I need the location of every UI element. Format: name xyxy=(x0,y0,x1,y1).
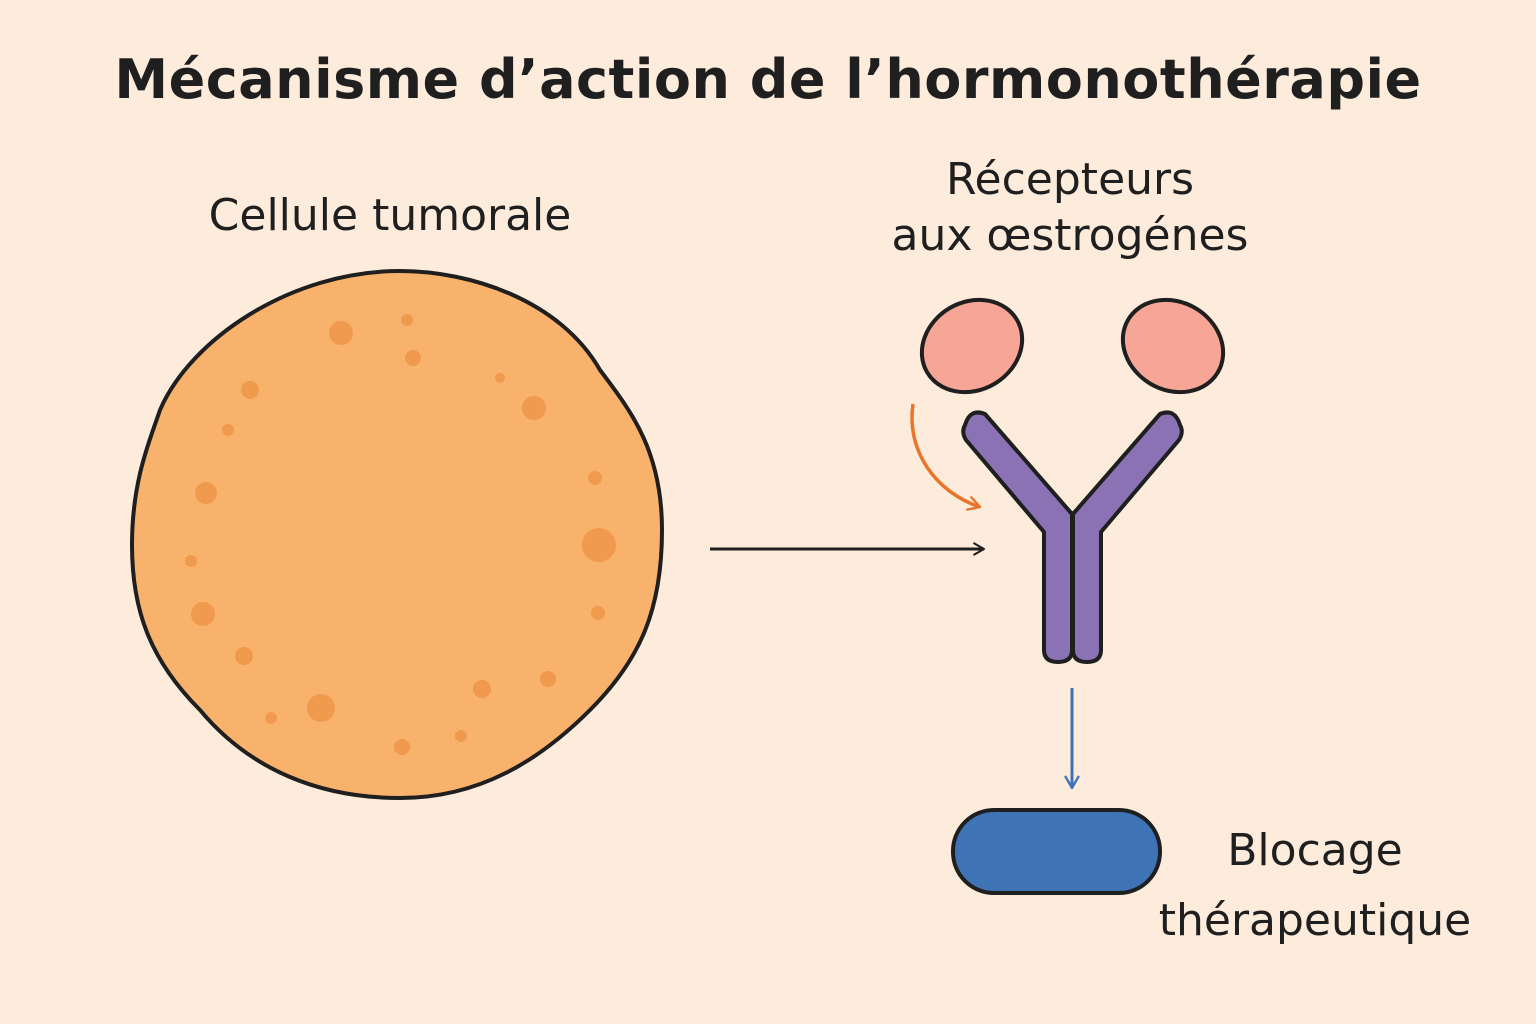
granule xyxy=(405,350,421,366)
granule xyxy=(191,602,215,626)
granule xyxy=(495,373,505,383)
granule xyxy=(185,555,197,567)
therapeutic-block xyxy=(951,808,1162,895)
tumor-cell-granules xyxy=(185,314,616,755)
receptor-label-line1: Récepteurs xyxy=(945,154,1195,205)
diagram-title: Mécanisme d’action de l’hormonothérapie xyxy=(114,48,1422,111)
granule xyxy=(401,314,413,326)
receptor-right-chain xyxy=(1071,410,1184,664)
granule xyxy=(195,482,217,504)
granule xyxy=(591,606,605,620)
granule xyxy=(241,381,259,399)
hormone-right xyxy=(1120,297,1226,395)
granule xyxy=(522,396,546,420)
block-label-line2: thérapeutique xyxy=(1158,895,1472,946)
granule xyxy=(307,694,335,722)
granule xyxy=(329,321,353,345)
granule xyxy=(455,730,467,742)
granule xyxy=(265,712,277,724)
tumor-cell-body xyxy=(129,268,665,801)
receptor-label: Récepteurs aux œstrogénes xyxy=(830,152,1310,264)
hormone-left xyxy=(919,297,1025,395)
binding-arrow xyxy=(910,403,982,511)
granule xyxy=(473,680,491,698)
granule xyxy=(582,528,616,562)
receptor-left-chain xyxy=(961,410,1074,664)
granule xyxy=(540,671,556,687)
granule xyxy=(588,471,602,485)
block-label-line1: Blocage xyxy=(1227,825,1403,876)
granule xyxy=(235,647,253,665)
block-label: Blocage thérapeutique xyxy=(1110,816,1520,956)
granule xyxy=(394,739,410,755)
granule xyxy=(222,424,234,436)
estrogen-receptor xyxy=(961,410,1184,664)
receptor-label-line2: aux œstrogénes xyxy=(891,210,1249,261)
cell-label: Cellule tumorale xyxy=(208,190,572,241)
tumor-cell xyxy=(129,268,665,801)
